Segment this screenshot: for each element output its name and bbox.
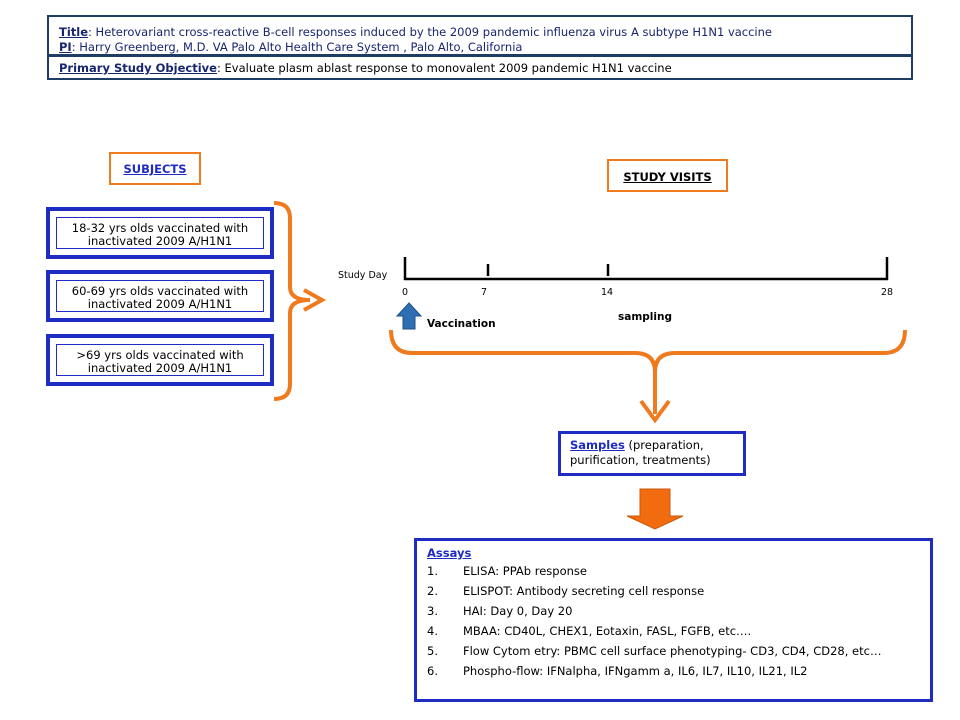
subject-group-box: 60-69 yrs olds vaccinated with inactivat… bbox=[46, 270, 274, 322]
visits-brace-arrow-head bbox=[639, 399, 671, 424]
samples-label: Samples bbox=[570, 438, 625, 452]
vaccination-label: Vaccination bbox=[427, 318, 496, 330]
assay-text: ELISPOT: Antibody secreting cell respons… bbox=[463, 584, 705, 598]
brace-arrow-head bbox=[303, 288, 327, 312]
samples-box: Samples (preparation, purification, trea… bbox=[558, 431, 746, 476]
visits-brace bbox=[389, 329, 907, 373]
study-visits-label-text: STUDY VISITS bbox=[623, 170, 712, 184]
day-tick-label: 7 bbox=[481, 287, 488, 298]
assay-item: 6. Phospho-flow: IFNalpha, IFNgamm a, IL… bbox=[427, 664, 920, 678]
assays-box: Assays 1. ELISA: PPAb response 2. ELISPO… bbox=[414, 538, 933, 702]
subject-group-line2: inactivated 2009 A/H1N1 bbox=[87, 361, 233, 375]
subject-group-line1: 60-69 yrs olds vaccinated with bbox=[71, 284, 249, 298]
day-tick-label: 0 bbox=[402, 287, 409, 298]
objective-label: Primary Study Objective bbox=[59, 61, 217, 75]
study-visits-label: STUDY VISITS bbox=[607, 159, 728, 192]
subjects-label-text: SUBJECTS bbox=[123, 162, 187, 176]
title-text: Heterovariant cross-reactive B-cell resp… bbox=[91, 25, 772, 39]
assay-number: 5. bbox=[427, 644, 438, 658]
vaccination-arrow bbox=[395, 302, 423, 330]
subject-group-inner: 60-69 yrs olds vaccinated with inactivat… bbox=[56, 280, 264, 312]
assay-item: 5. Flow Cytom etry: PBMC cell surface ph… bbox=[427, 644, 920, 658]
assays-title: Assays bbox=[427, 546, 472, 560]
subject-group-box: >69 yrs olds vaccinated with inactivated… bbox=[46, 334, 274, 386]
assay-item: 1. ELISA: PPAb response bbox=[427, 564, 920, 578]
samples-text: (preparation, purification, treatments) bbox=[570, 438, 711, 467]
assay-number: 1. bbox=[427, 564, 438, 578]
objective-box: Primary Study Objective: Evaluate plasm … bbox=[47, 55, 913, 80]
title-separator: : bbox=[88, 25, 92, 39]
title-label: Title bbox=[59, 25, 89, 39]
assay-text: MBAA: CD40L, CHEX1, Eotaxin, FASL, FGFB,… bbox=[463, 624, 752, 638]
day-tick-label: 28 bbox=[881, 287, 894, 298]
assay-item: 4. MBAA: CD40L, CHEX1, Eotaxin, FASL, FG… bbox=[427, 624, 920, 638]
assay-number: 2. bbox=[427, 584, 438, 598]
subject-group-inner: >69 yrs olds vaccinated with inactivated… bbox=[56, 344, 264, 376]
subject-group-line1: 18-32 yrs olds vaccinated with bbox=[71, 221, 249, 235]
pi-label: PI bbox=[59, 40, 72, 54]
assay-text: Phospho-flow: IFNalpha, IFNgamm a, IL6, … bbox=[463, 664, 808, 678]
assay-number: 6. bbox=[427, 664, 438, 678]
subject-group-line2: inactivated 2009 A/H1N1 bbox=[87, 234, 233, 248]
down-block-arrow bbox=[626, 488, 684, 530]
pi-line: PI: Harry Greenberg, M.D. VA Palo Alto H… bbox=[59, 40, 901, 55]
assay-text: HAI: Day 0, Day 20 bbox=[463, 604, 573, 618]
assay-item: 3. HAI: Day 0, Day 20 bbox=[427, 604, 920, 618]
objective-text: : Evaluate plasm ablast response to mono… bbox=[216, 61, 672, 75]
subjects-brace bbox=[273, 201, 311, 401]
assay-number: 4. bbox=[427, 624, 438, 638]
pi-text: : Harry Greenberg, M.D. VA Palo Alto Hea… bbox=[71, 40, 523, 54]
sampling-label: sampling bbox=[618, 311, 672, 323]
subject-group-line2: inactivated 2009 A/H1N1 bbox=[87, 297, 233, 311]
study-day-label: Study Day bbox=[338, 270, 388, 281]
assay-number: 3. bbox=[427, 604, 438, 618]
assay-item: 2. ELISPOT: Antibody secreting cell resp… bbox=[427, 584, 920, 598]
assay-text: ELISA: PPAb response bbox=[463, 564, 587, 578]
day-tick-label: 14 bbox=[601, 287, 614, 298]
subject-group-inner: 18-32 yrs olds vaccinated with inactivat… bbox=[56, 217, 264, 249]
subject-group-box: 18-32 yrs olds vaccinated with inactivat… bbox=[46, 207, 274, 259]
subject-group-line1: >69 yrs olds vaccinated with bbox=[76, 348, 244, 362]
title-line: Title: Heterovariant cross-reactive B-ce… bbox=[59, 25, 901, 40]
assay-text: Flow Cytom etry: PBMC cell surface pheno… bbox=[463, 644, 882, 658]
subjects-label: SUBJECTS bbox=[109, 152, 201, 185]
